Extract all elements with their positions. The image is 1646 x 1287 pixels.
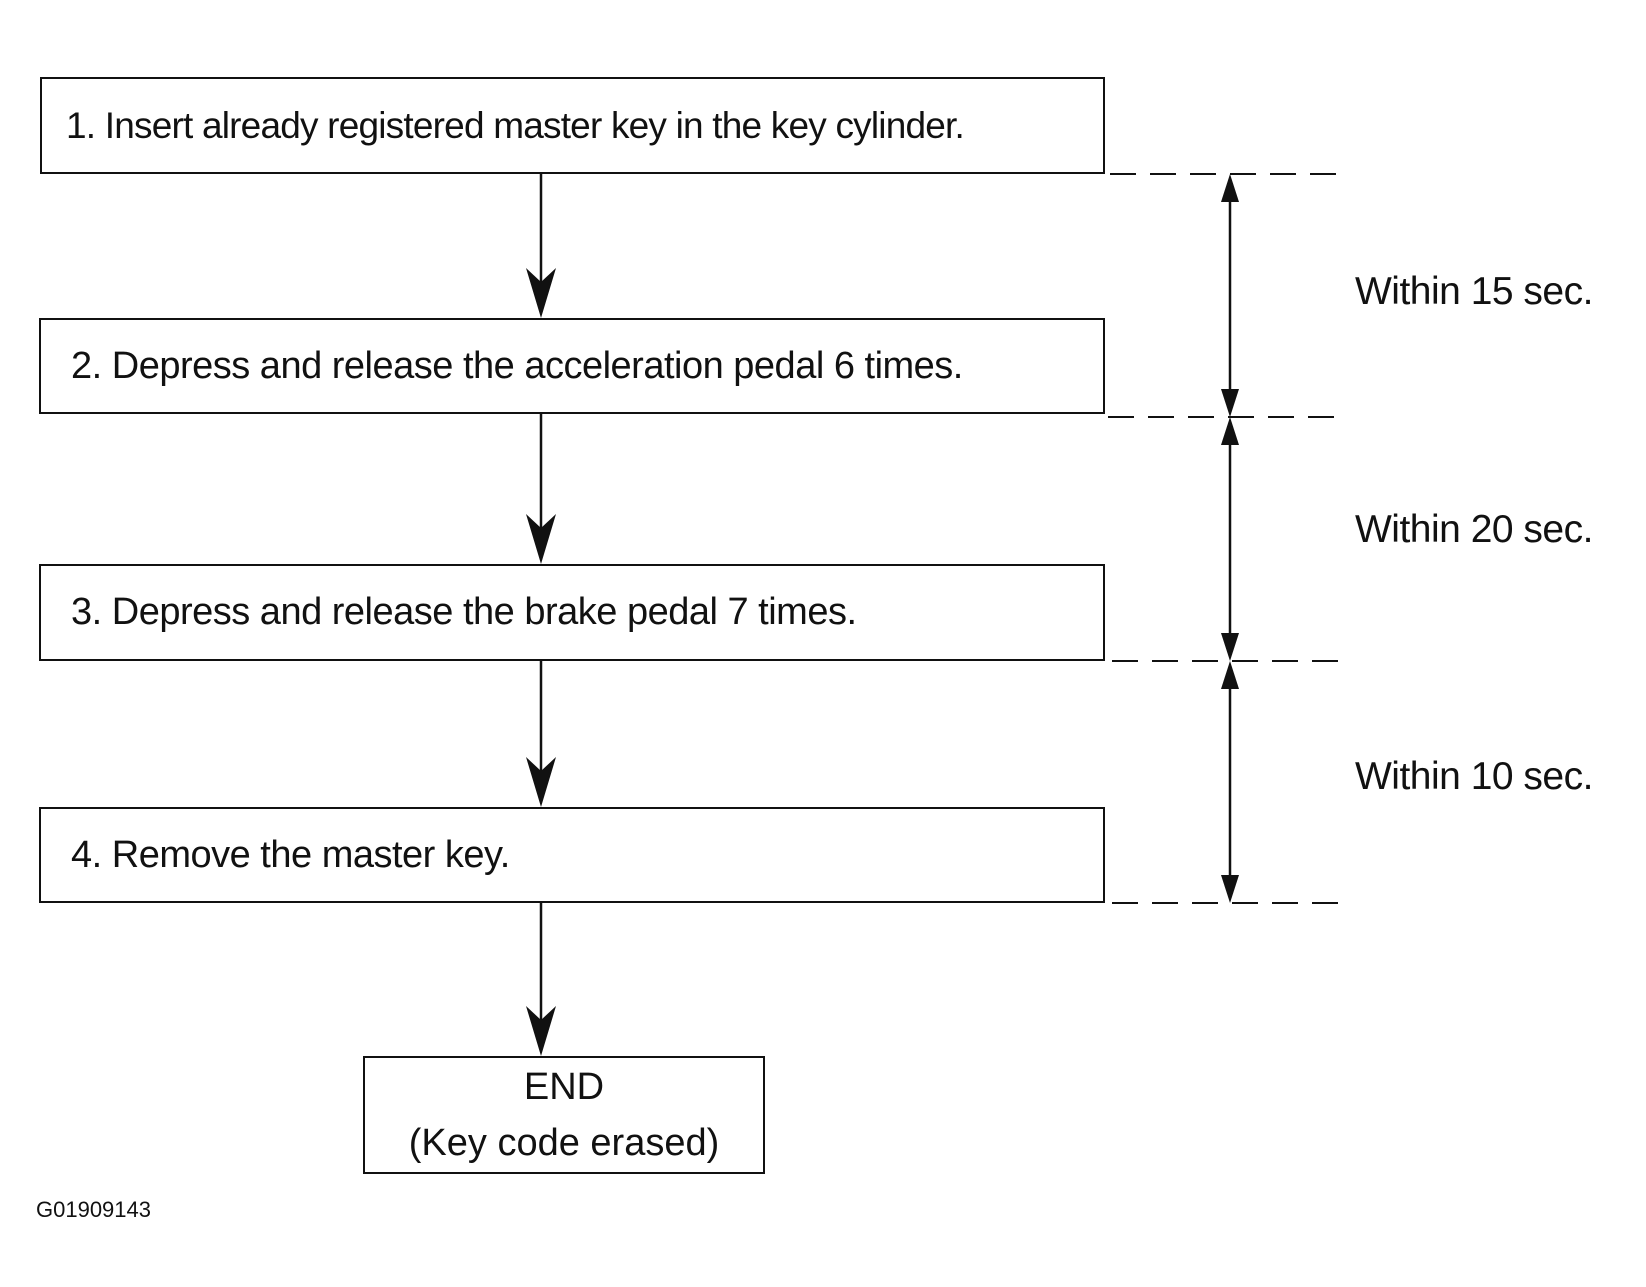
interval-arrow-3 (1221, 661, 1239, 903)
end-title: END (523, 1066, 605, 1108)
interval-arrow-2 (1221, 417, 1239, 661)
interval-label-2: Within 20 sec. (1355, 508, 1593, 551)
interval-label-3: Within 10 sec. (1355, 755, 1593, 798)
flow-arrow-3-4 (526, 661, 556, 807)
step-box-4: 4. Remove the master key. (39, 807, 1105, 903)
end-box: END (Key code erased) (363, 1056, 765, 1174)
step-box-3: 3. Depress and release the brake pedal 7… (39, 564, 1105, 661)
step-4-text: 4. Remove the master key. (71, 833, 510, 876)
end-subtitle: (Key code erased) (408, 1122, 720, 1164)
flow-arrow-2-3 (526, 414, 556, 564)
step-1-text: 1. Insert already registered master key … (66, 104, 965, 146)
interval-arrow-1 (1221, 174, 1239, 417)
step-3-text: 3. Depress and release the brake pedal 7… (71, 591, 857, 633)
flow-arrow-1-2 (526, 174, 556, 318)
figure-code: G01909143 (36, 1197, 151, 1222)
step-box-2: 2. Depress and release the acceleration … (39, 318, 1105, 414)
flow-arrow-4-end (526, 903, 556, 1056)
step-2-text: 2. Depress and release the acceleration … (71, 344, 963, 387)
step-box-1: 1. Insert already registered master key … (40, 77, 1105, 174)
interval-label-1: Within 15 sec. (1355, 270, 1593, 313)
